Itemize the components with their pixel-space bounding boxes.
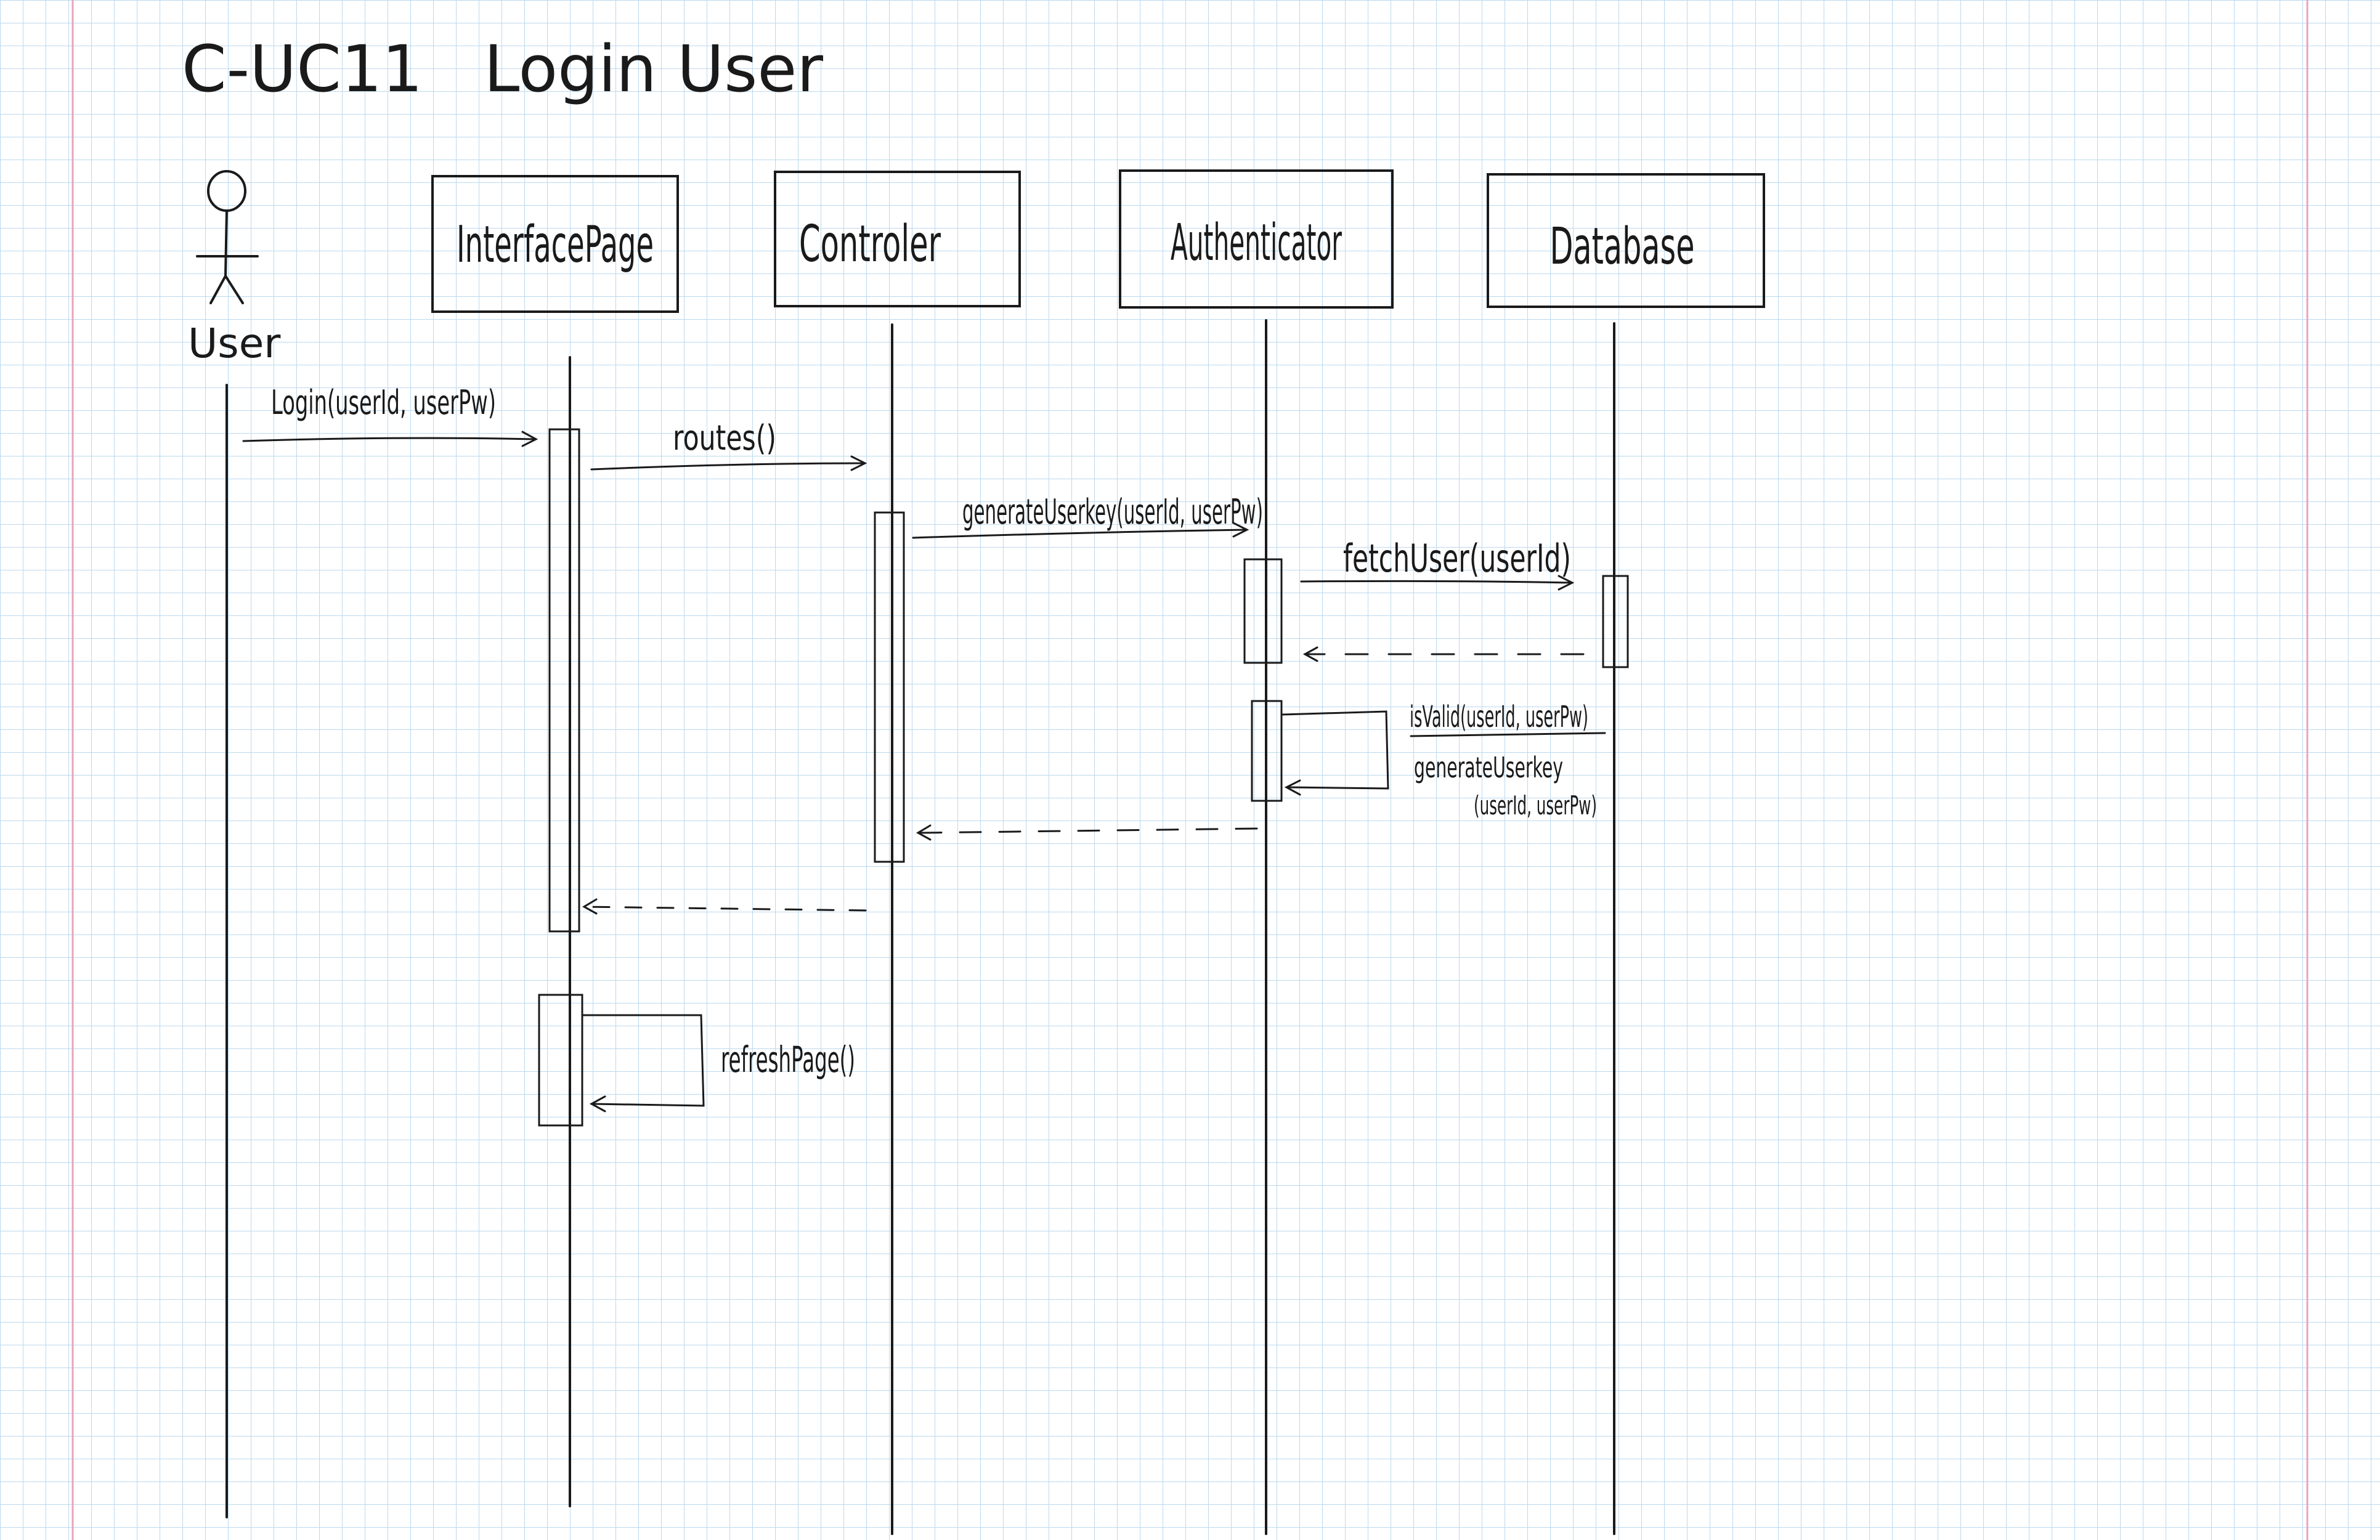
participant-label: Controler bbox=[799, 215, 941, 274]
participant-box-authenticator: Authenticator bbox=[1119, 169, 1394, 309]
interface-activation-bar-refresh bbox=[538, 994, 583, 1127]
participant-label: Authenticator bbox=[1171, 214, 1342, 272]
message-label: refreshPage() bbox=[721, 1039, 855, 1080]
database-activation-bar bbox=[1602, 575, 1629, 668]
diagram-title: C-UC11 Login User bbox=[182, 31, 823, 107]
message-label: generateUserkey bbox=[1414, 751, 1563, 784]
message-login: Login(userId, userPw) bbox=[242, 383, 538, 447]
participant-box-controller: Controler bbox=[774, 171, 1021, 307]
actor-label: User bbox=[188, 320, 281, 367]
authenticator-activation-bar-fetch bbox=[1243, 558, 1283, 664]
message-label: generateUserkey(userId, userPw) bbox=[962, 492, 1263, 532]
authenticator-activation-bar-validate bbox=[1251, 700, 1283, 802]
participant-label: InterfacePage bbox=[457, 216, 654, 274]
message-fetch-user: fetchUser(userId) bbox=[1300, 536, 1575, 591]
message-generate-user-key: generateUserkey(userId, userPw) bbox=[912, 492, 1263, 539]
participant-label: Database bbox=[1550, 217, 1695, 276]
controller-activation-bar bbox=[874, 511, 905, 863]
message-label: routes() bbox=[673, 418, 776, 458]
message-authenticator-return bbox=[916, 824, 1258, 841]
participant-box-interface-page: InterfacePage bbox=[431, 175, 679, 313]
message-label: fetchUser(userId) bbox=[1343, 536, 1571, 581]
message-refresh-page-self-call: refreshPage() bbox=[581, 1014, 855, 1112]
participant-box-database: Database bbox=[1487, 173, 1765, 308]
message-database-return bbox=[1302, 646, 1585, 662]
user-actor-icon bbox=[196, 170, 259, 304]
message-is-valid-self-call: isValid(userId, userPw) generateUserkey … bbox=[1281, 700, 1606, 821]
message-label: isValid(userId, userPw) bbox=[1410, 700, 1588, 734]
interface-activation-bar bbox=[548, 428, 580, 933]
message-label: (userId, userPw) bbox=[1474, 790, 1597, 821]
message-routes: routes() bbox=[590, 418, 867, 471]
message-label: Login(userId, userPw) bbox=[271, 383, 496, 422]
message-controller-return bbox=[582, 898, 867, 915]
